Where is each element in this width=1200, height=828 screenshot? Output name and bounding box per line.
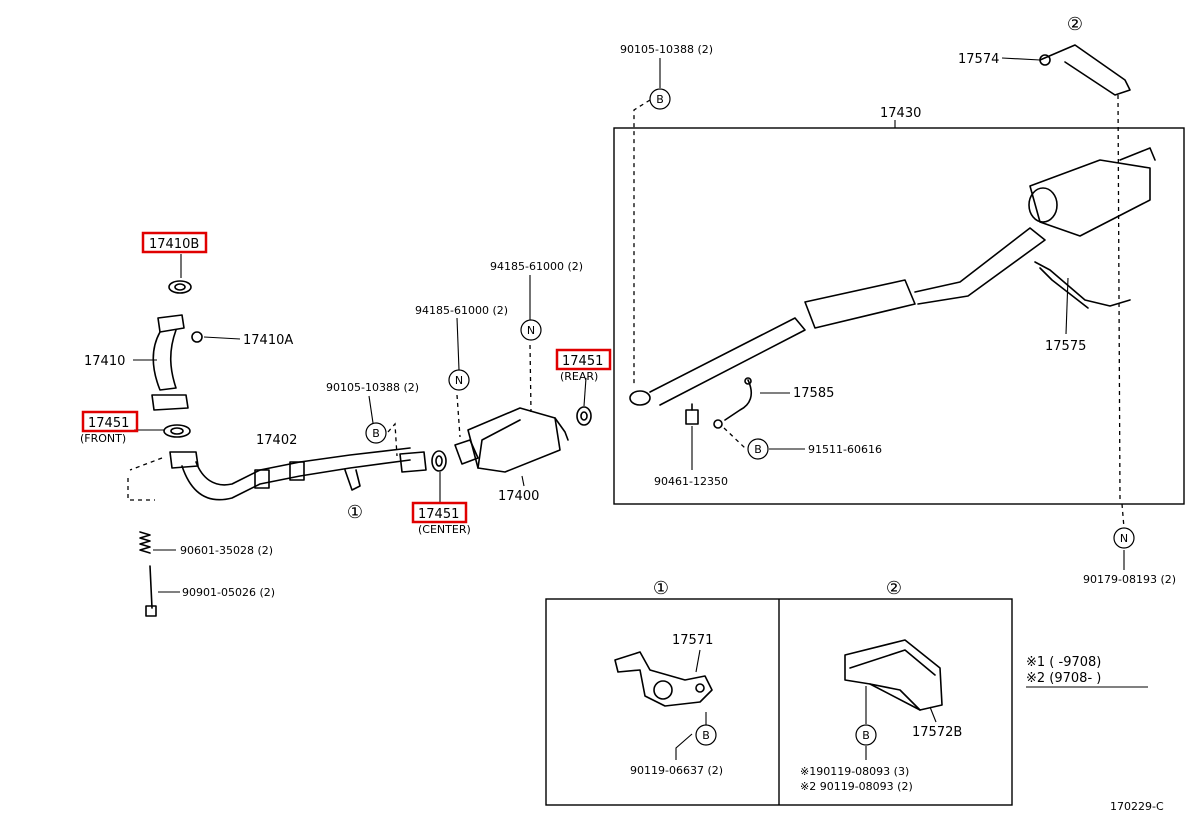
dashed-guide-spring <box>127 478 155 501</box>
svg-text:N: N <box>455 374 463 387</box>
part-17410A: 17410A <box>243 333 293 348</box>
front-pipe-17410 <box>151 280 203 438</box>
part-17451-rear: 17451 <box>562 354 603 369</box>
note-2: ※2 (9708- ) <box>1026 671 1101 686</box>
part-17574: 17574 <box>958 52 999 67</box>
part-17575: 17575 <box>1045 339 1086 354</box>
callout-N-hanger: N <box>1113 527 1135 549</box>
part-17585: 17585 <box>793 386 834 401</box>
part-17571: 17571 <box>672 633 713 648</box>
svg-text:B: B <box>862 729 870 742</box>
callout-B-pipe: B <box>365 422 387 444</box>
muffler-assembly-17430 <box>629 147 1156 406</box>
svg-text:B: B <box>754 443 762 456</box>
part-90601-35028: 90601-35028 (2) <box>180 544 273 557</box>
callout-2-top: ② <box>1067 14 1083 35</box>
note-1: ※1 ( -9708) <box>1026 655 1101 670</box>
callout-2-detail: ② <box>886 578 902 599</box>
part-90119-06637: 90119-06637 (2) <box>630 764 723 777</box>
part-17451-center: 17451 <box>418 507 459 522</box>
callout-1-pipe: ① <box>347 502 363 523</box>
part-94185-61000-right: 94185-61000 (2) <box>490 260 583 273</box>
highlight-17451-rear <box>555 348 612 371</box>
svg-text:N: N <box>527 324 535 337</box>
svg-text:N: N <box>1120 532 1128 545</box>
bracket-17571 <box>614 651 713 707</box>
part-90119-08093-2: ※2 90119-08093 (2) <box>800 780 913 793</box>
clip-90461 <box>685 403 699 425</box>
bolt-90901 <box>145 565 157 617</box>
highlight-17410B <box>141 231 208 254</box>
callout-B-detail2: B <box>855 724 877 746</box>
gasket-rear <box>576 406 592 426</box>
callout-B-detail1: B <box>695 724 717 746</box>
catalytic-converter-17400 <box>454 407 569 473</box>
part-90119-08093-1: ※190119-08093 (3) <box>800 765 909 778</box>
label-front: (FRONT) <box>80 432 126 445</box>
svg-text:B: B <box>372 427 380 440</box>
part-17430: 17430 <box>880 106 921 121</box>
part-17402: 17402 <box>256 433 297 448</box>
callout-B-sensor: B <box>747 438 769 460</box>
part-17572B: 17572B <box>912 725 962 740</box>
part-91511-60616: 91511-60616 <box>808 443 882 456</box>
gasket-center <box>431 450 447 472</box>
bracket-17574 <box>1039 44 1131 96</box>
callout-B-top: B <box>649 88 671 110</box>
cover-17572B <box>844 639 943 711</box>
part-90105-10388-pipe: 90105-10388 (2) <box>326 381 419 394</box>
part-17410: 17410 <box>84 354 125 369</box>
part-17451-front: 17451 <box>88 416 129 431</box>
exhaust-pipe-17402 <box>169 447 427 501</box>
part-90179-08193: 90179-08193 (2) <box>1083 573 1176 586</box>
callout-1-detail: ① <box>653 578 669 599</box>
label-center: (CENTER) <box>418 523 471 536</box>
spring-90601 <box>139 531 151 554</box>
highlight-17451-front <box>81 410 139 433</box>
diagram-code: 170229-C <box>1110 800 1164 813</box>
muffler-group-box <box>613 127 1185 505</box>
label-rear: (REAR) <box>560 370 598 383</box>
sensor-17585 <box>713 377 752 429</box>
part-90105-10388-top: 90105-10388 (2) <box>620 43 713 56</box>
hanger-17575 <box>1034 261 1131 309</box>
part-90461-12350: 90461-12350 <box>654 475 728 488</box>
callout-N-left: N <box>448 369 470 391</box>
part-17400: 17400 <box>498 489 539 504</box>
callout-N-right: N <box>520 319 542 341</box>
part-94185-61000-left: 94185-61000 (2) <box>415 304 508 317</box>
part-17410B: 17410B <box>149 237 199 252</box>
part-90901-05026: 90901-05026 (2) <box>182 586 275 599</box>
svg-text:B: B <box>656 93 664 106</box>
svg-text:B: B <box>702 729 710 742</box>
highlight-17451-center <box>411 501 468 524</box>
